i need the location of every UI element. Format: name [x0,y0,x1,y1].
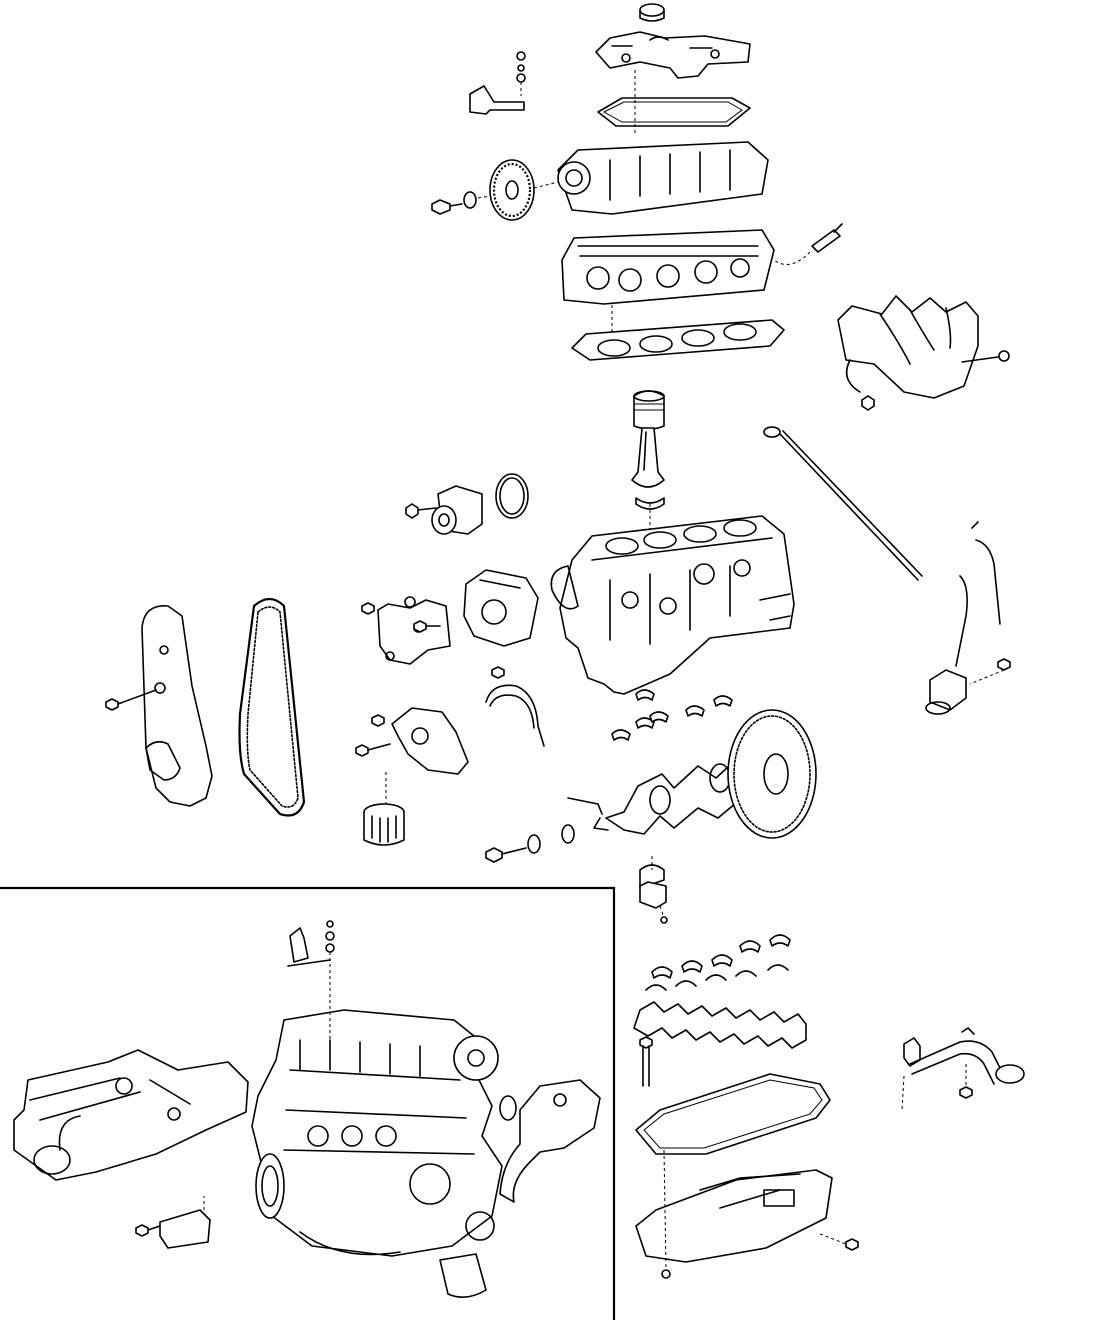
engine-block [551,516,794,694]
inset-lifting-bracket [288,921,334,1040]
timing-belt [240,599,305,816]
head-gasket [572,320,784,360]
intake-manifold [14,1050,248,1180]
lifting-bracket [470,52,525,114]
manifold-nut [862,351,1009,410]
exhaust-manifold [838,296,978,398]
camshaft-gear [490,160,558,220]
crankcase-vent-pipe [926,522,1010,714]
rear-main-cap [640,856,667,923]
rear-seal-carrier [486,667,544,746]
main-cap-bolt [640,1037,652,1086]
connecting-rod [632,428,664,532]
assembled-engine [252,1010,502,1297]
timing-belt-cover [106,606,212,806]
oil-filler-cap [640,4,664,21]
spark-plug [774,224,842,265]
main-bearing-shells-upper [612,690,732,740]
front-cover-gasket [362,597,450,664]
inset-exhaust-manifold [500,1080,600,1202]
oil-dipstick [764,427,922,580]
oil-pan [636,1150,858,1278]
oil-filter [364,772,404,845]
main-bearing-caps [634,965,806,1048]
main-bearing-shells-lower [652,935,790,978]
crank-pulley-bolt-washers [486,798,602,862]
oil-pump [356,708,468,774]
cylinder-head [562,230,774,304]
water-pump-o-ring [496,474,528,518]
water-pump [406,486,482,534]
valve-cover [596,32,750,78]
oil-pan-gasket [636,1074,830,1154]
valve-cover-gasket [598,98,750,126]
front-cover [464,570,538,646]
cam-gear-bolt-washer [432,192,490,214]
flywheel [728,710,816,838]
oil-pickup-tube [902,1028,1024,1110]
piston [634,391,664,429]
camshaft-housing [558,142,768,214]
inset-panel-frame [0,888,614,1320]
inset-bracket [136,1196,210,1248]
